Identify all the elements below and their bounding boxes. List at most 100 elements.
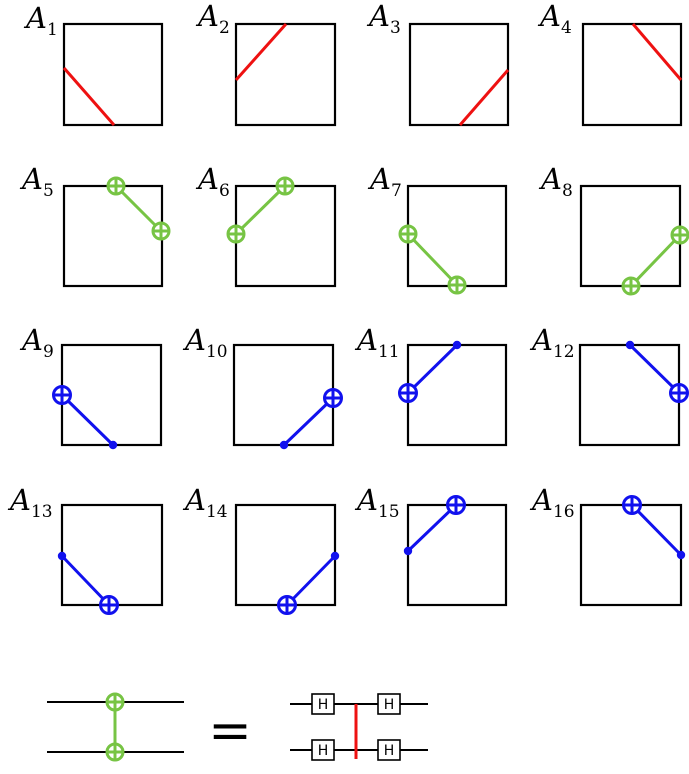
green-target-symbol [621, 276, 641, 296]
blue-target-symbol [398, 383, 418, 403]
blue-control-dot [676, 550, 686, 560]
blue-control-dot [330, 551, 340, 561]
blue-target-symbol [52, 385, 72, 405]
tile-frame [579, 503, 683, 607]
tile-a16: A16 [529, 483, 686, 607]
blue-edge-line [406, 343, 459, 395]
tile-label: A13 [7, 483, 53, 522]
label-letter: A [182, 323, 206, 357]
blue-edge-line [628, 343, 681, 395]
tile-frame [406, 343, 508, 447]
label-letter: A [367, 162, 391, 196]
red-edge-line [234, 23, 288, 81]
label-letter: A [366, 0, 390, 33]
label-index: 16 [553, 502, 575, 522]
right-circuit: H H H H [290, 693, 428, 761]
label-index: 12 [553, 342, 575, 362]
tile-frame [581, 22, 683, 127]
tile-frame [234, 184, 337, 288]
tile-a1: A1 [23, 1, 164, 127]
green-target-symbol [398, 224, 418, 244]
tile-frame [62, 184, 164, 288]
tile-frame [406, 184, 508, 288]
label-letter: A [23, 1, 47, 35]
tile-frame [62, 22, 164, 127]
tile-label: A7 [367, 162, 402, 201]
tile-frame [408, 22, 510, 127]
label-index: 8 [562, 181, 573, 201]
label-letter: A [7, 483, 31, 517]
tile-label: A3 [366, 0, 401, 38]
label-index: 11 [378, 342, 400, 362]
tile-label: A9 [19, 323, 54, 362]
label-index: 9 [43, 342, 54, 362]
label-letter: A [529, 483, 553, 517]
label-letter: A [195, 162, 219, 196]
label-letter: A [19, 323, 43, 357]
tile-a5: A5 [19, 162, 171, 288]
tile-frame [60, 343, 163, 447]
green-target-symbol [151, 221, 171, 241]
circuit-equation: = H H H H [47, 692, 428, 762]
label-index: 3 [390, 18, 401, 38]
blue-control-dot [403, 546, 413, 556]
tile-a4: A4 [537, 0, 683, 127]
green-edge-line [406, 232, 459, 287]
tile-frame [579, 184, 682, 288]
tile-a9: A9 [19, 323, 163, 450]
label-index: 6 [219, 181, 230, 201]
green-edge-line [629, 233, 682, 288]
label-letter: A [195, 0, 219, 33]
label-index: 7 [391, 181, 402, 201]
hadamard-gate: H [311, 693, 335, 715]
blue-control-dot [625, 340, 635, 350]
tile-label: A11 [354, 323, 400, 362]
tile-frame [406, 503, 508, 607]
label-index: 1 [47, 20, 58, 40]
green-target-symbol [105, 692, 125, 712]
green-target-symbol [670, 225, 689, 245]
blue-target-symbol [277, 595, 297, 615]
blue-control-dot [57, 551, 67, 561]
green-target-symbol [226, 224, 246, 244]
tile-a8: A8 [538, 162, 689, 296]
gate-label: H [318, 743, 329, 759]
tile-frame [234, 22, 337, 127]
green-edge-line [114, 184, 163, 233]
green-target-symbol [447, 275, 467, 295]
gate-label: H [384, 697, 395, 713]
label-letter: A [537, 0, 561, 33]
blue-target-symbol [323, 388, 343, 408]
green-target-symbol [106, 176, 126, 196]
label-letter: A [354, 483, 378, 517]
blue-edge-line [285, 554, 337, 607]
tile-frame [60, 503, 164, 607]
left-circuit [47, 692, 184, 762]
green-target-symbol [105, 742, 125, 762]
hadamard-gate: H [377, 739, 401, 761]
tile-label: A10 [182, 323, 228, 362]
blue-edge-line [282, 396, 335, 447]
tile-label: A4 [537, 0, 572, 38]
tile-label: A5 [19, 162, 54, 201]
red-edge-line [458, 69, 510, 126]
blue-control-dot [279, 440, 289, 450]
equals-sign: = [208, 701, 252, 761]
red-edge-line [62, 67, 116, 126]
tile-a2: A2 [195, 0, 337, 127]
blue-edge-line [630, 503, 683, 557]
tile-frame [232, 343, 335, 447]
label-index: 10 [206, 342, 228, 362]
tile-label: A16 [529, 483, 575, 522]
tile-a15: A15 [354, 483, 508, 607]
tile-a12: A12 [529, 323, 689, 447]
tile-label: A6 [195, 162, 230, 201]
label-index: 13 [31, 502, 53, 522]
tile-a13: A13 [7, 483, 164, 615]
tile-frame [578, 343, 681, 447]
blue-target-symbol [622, 495, 642, 515]
blue-target-symbol [669, 383, 689, 403]
blue-edge-line [60, 393, 115, 447]
green-target-symbol [275, 176, 295, 196]
